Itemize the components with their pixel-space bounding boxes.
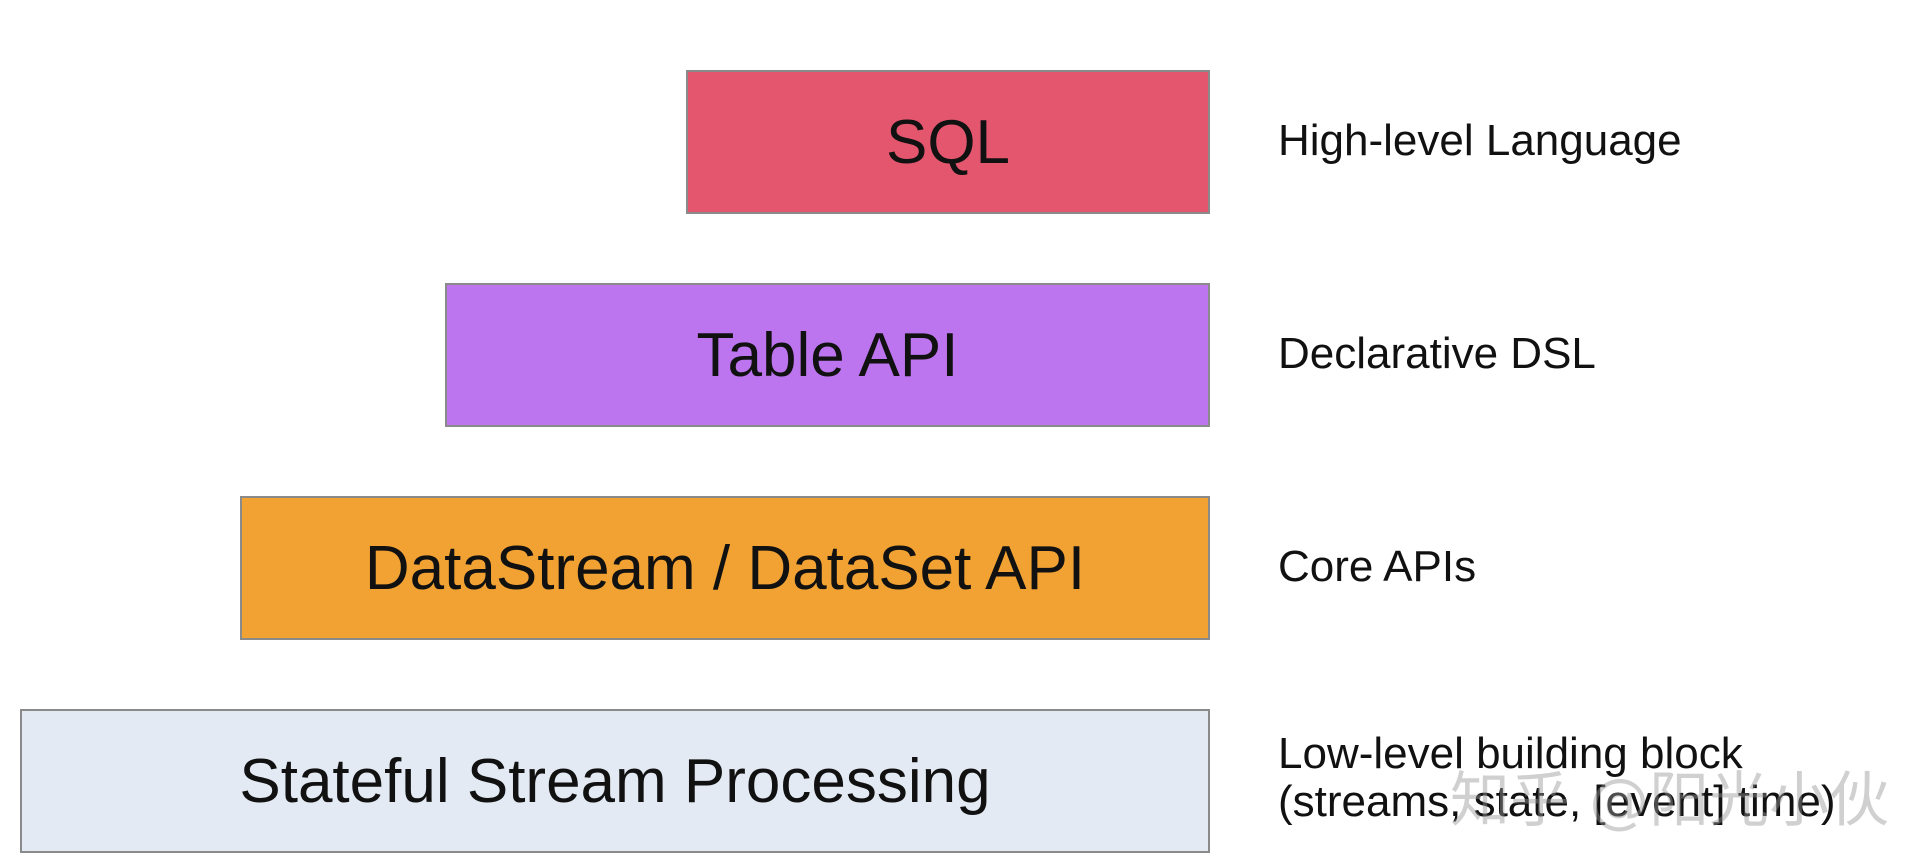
layer-stateful-stream-processing: Stateful Stream Processing <box>20 709 1210 853</box>
description-line-2: (streams, state, [event] time) <box>1278 777 1836 827</box>
layer-datastream-api-description: Core APIs <box>1278 542 1477 591</box>
layer-sql-label: SQL <box>885 107 1011 177</box>
layer-sql-description: High-level Language <box>1278 116 1682 165</box>
layer-table-api-label: Table API <box>696 320 959 390</box>
layer-datastream-api: DataStream / DataSet API <box>240 496 1210 640</box>
layer-table-api-description: Declarative DSL <box>1278 329 1596 378</box>
layer-table-api: Table API <box>445 283 1210 427</box>
layer-stateful-stream-processing-label: Stateful Stream Processing <box>239 746 991 816</box>
layer-sql: SQL <box>686 70 1210 214</box>
layer-stateful-stream-processing-description: Low-level building block (streams, state… <box>1278 729 1836 827</box>
description-line-1: Low-level building block <box>1278 729 1743 778</box>
layer-datastream-api-label: DataStream / DataSet API <box>364 533 1086 603</box>
